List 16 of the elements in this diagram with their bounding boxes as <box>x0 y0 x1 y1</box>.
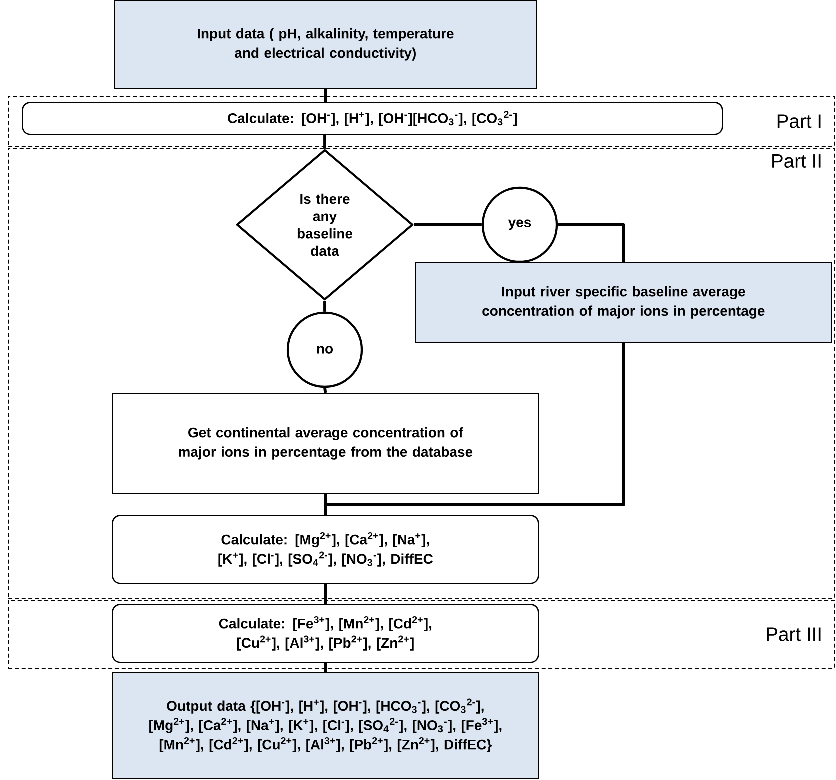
connector-line <box>324 663 328 672</box>
process-box: Input data ( pH, alkalinity, temperature and electrical conductivity) <box>114 0 538 90</box>
process-box: Output data {[OH$^{-}$], [H$^{+}$], [OH$^{-}$], [HCO$_{3}$$^{-}$], [CO$_{3}$$^{2-}$], [Mg$^{2+}$], [Ca$^{2+}$], [Na$^{+}$], [K$^{+}$], [Cl$^{-}$], [SO$_{4}$$^{2-}$], [NO$_{3}$$^{-}$], [Fe$^{3+}$], [Mn$^{2+}$], [Cd$^{2+}$], [Cu$^{2+}$], [Al$^{3+}$], [Pb$^{2+}$], [Zn$^{2+}$], DiffEC} <box>112 672 540 780</box>
process-box: Calculate: [Mg$^{2+}$], [Ca$^{2+}$], [Na$^{+}$], [K$^{+}$], [Cl$^{-}$], [SO$_{4}$$^{2-}$], [NO$_{3}$$^{-}$], DiffEC <box>112 515 540 584</box>
connector-line <box>558 224 626 262</box>
connector-line <box>324 388 328 394</box>
connector-line <box>324 135 326 149</box>
process-box: Calculate: [OH$^{-}$], [H$^{+}$], [OH$^{-}$][HCO$_{3}$$^{-}$], [CO$_{3}$$^{2-}$] <box>22 102 724 136</box>
process-box: Input river specific baseline average concentration of major ions in percentage <box>415 262 832 344</box>
connector-line <box>324 89 328 102</box>
connector-line <box>324 584 328 604</box>
connector-line <box>324 301 326 312</box>
connector-line <box>414 224 482 226</box>
process-box: Get continental average concentration of major ions in percentage from the database <box>112 393 540 494</box>
connector-line <box>324 343 626 515</box>
process-box: Calculate: [Fe$^{3+}$], [Mn$^{2+}$], [Cd$^{2+}$], [Cu$^{2+}$], [Al$^{3+}$], [Pb$^{2+}$], [Zn$^{2+}$] <box>112 604 540 664</box>
